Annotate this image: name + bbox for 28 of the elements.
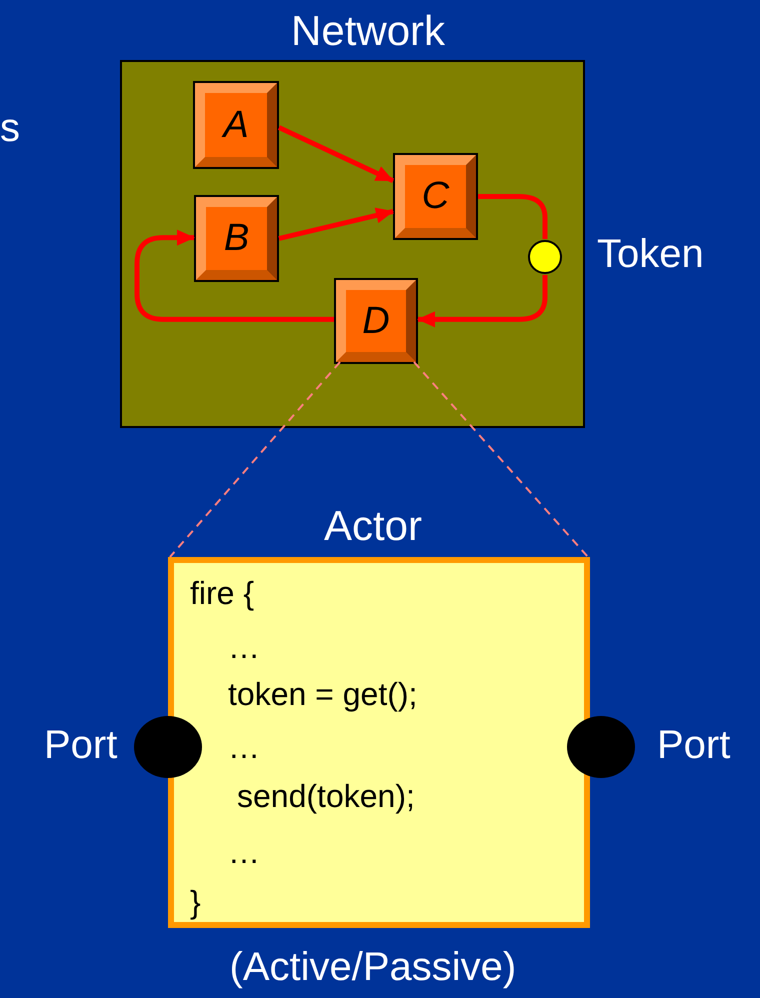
node-label: Port bbox=[657, 723, 730, 767]
zoom-line bbox=[169, 361, 341, 558]
arrow bbox=[278, 125, 394, 183]
heading: Actor bbox=[324, 503, 422, 550]
actor-block bbox=[395, 155, 476, 238]
arrow bbox=[278, 208, 394, 241]
node-label: Token bbox=[597, 232, 704, 276]
code-line: … bbox=[228, 730, 260, 766]
code-line: fire { bbox=[190, 576, 254, 612]
code-line: send(token); bbox=[237, 779, 415, 814]
arrow bbox=[417, 275, 548, 328]
block-letter: B bbox=[224, 217, 250, 260]
zoom-line bbox=[413, 361, 589, 558]
code-line: … bbox=[228, 835, 260, 870]
text-fragment: s bbox=[0, 106, 20, 150]
heading: Network bbox=[291, 8, 446, 54]
actor-block bbox=[196, 197, 277, 280]
actor-block bbox=[195, 83, 277, 167]
node-label: (Active/Passive) bbox=[230, 945, 516, 989]
block-letter: C bbox=[422, 175, 450, 218]
arrow bbox=[134, 230, 334, 322]
block-letter: A bbox=[223, 104, 249, 146]
code-line: … bbox=[228, 630, 260, 666]
actor-block bbox=[336, 280, 416, 362]
code-line: } bbox=[190, 885, 201, 920]
block-letter: D bbox=[362, 300, 390, 342]
code-line: token = get(); bbox=[228, 677, 418, 712]
node-label: Port bbox=[44, 723, 118, 767]
